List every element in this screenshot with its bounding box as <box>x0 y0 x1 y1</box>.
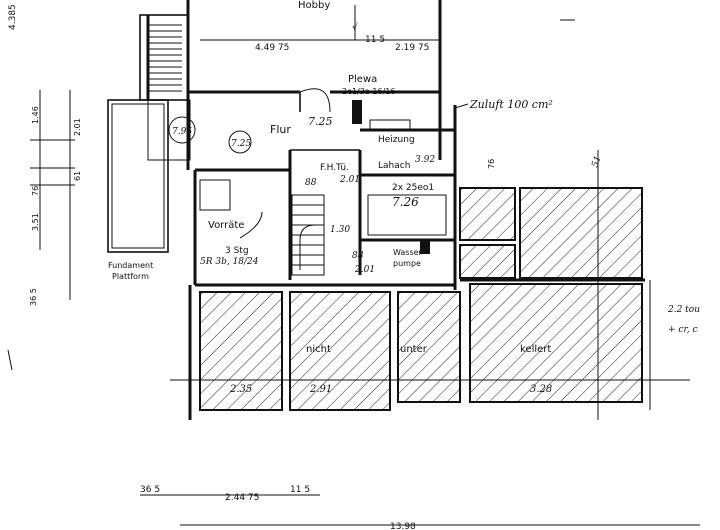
small-dim-5: 2.01 <box>354 265 375 275</box>
right-hatched-upper <box>459 187 643 279</box>
room-label-plewa: Plewa <box>348 74 377 85</box>
room-label-heizung: Heizung <box>378 135 415 145</box>
dim-top-1: 4.49 75 <box>255 43 289 53</box>
outer-staircase <box>139 14 190 101</box>
dim-right-2: 76 <box>487 159 496 169</box>
dim-bottom-1: 36 5 <box>140 485 160 495</box>
dim-right-3: 2.2 tou <box>667 305 700 315</box>
fundament-platform: Fundament Plattform 7.95 <box>107 99 196 281</box>
window-size: 2x 25eo1 <box>392 183 434 193</box>
dim-right-1: 51 <box>590 155 603 169</box>
dim-left-1: 1.46 <box>31 106 40 124</box>
dim-top-3: 2.19 75 <box>395 43 429 53</box>
circle-dim-1: 7.95 <box>172 127 192 137</box>
room-label-flur: Flur <box>270 123 291 136</box>
label-fhtu: F.H.Tü. <box>320 163 349 173</box>
label-plattform: Plattform <box>112 272 149 281</box>
stair-dim: 5R 3b, 18/24 <box>200 257 259 267</box>
small-dim-2: 2.01 <box>339 175 360 185</box>
label-fundament: Fundament <box>108 261 153 270</box>
hobby-note: √ <box>352 22 358 33</box>
label-lahach: Lahach <box>378 161 410 171</box>
plewa-dim: 2e1/3a 16/16 <box>342 87 395 96</box>
room-label-vorrat: Vorräte <box>208 220 244 231</box>
label-wasser: Wasser <box>393 248 423 257</box>
dim-left-3: 61 <box>73 171 82 181</box>
label-nicht: nicht <box>306 344 331 355</box>
room-label-hobby: Hobby <box>298 0 330 11</box>
dim-left-5: 3.51 <box>31 213 40 231</box>
dim-left-4: 76 <box>31 186 40 196</box>
circle-dim-2: 7.25 <box>231 139 251 149</box>
dim-bottom-3: 11 5 <box>290 485 310 495</box>
label-pumpe: pumpe <box>393 259 421 268</box>
label-unter: unter <box>400 344 428 355</box>
dim-bottom-2: 2.44 75 <box>225 493 259 503</box>
bottom-dimensions: 36 5 2.44 75 11 5 13.98 <box>140 485 700 530</box>
label-kellert: kellert <box>520 344 551 355</box>
area-1: 2.35 <box>229 384 252 395</box>
dim-top-right: 4.385 <box>8 4 18 30</box>
lower-unexcavated <box>188 278 645 420</box>
dim-right-4: + cr, c <box>668 325 698 335</box>
room-area: 7.26 <box>392 195 419 209</box>
zuluft-note: Zuluft 100 cm² <box>469 98 553 111</box>
interior-stair <box>291 194 325 276</box>
label-stg: 3 Stg <box>225 246 249 256</box>
dim-top-2: 11 5 <box>365 35 385 45</box>
dim-left-6: 36 5 <box>29 288 38 306</box>
small-dim-3: 1.30 <box>330 225 350 235</box>
small-dim-1: 88 <box>305 178 317 188</box>
area-3: 3.28 <box>530 384 552 395</box>
left-dimensions: 1.46 2.01 61 76 3.51 36 5 <box>29 90 82 306</box>
area-2: 2.91 <box>309 384 332 395</box>
heiz-dim: 3.92 <box>415 155 435 165</box>
dim-bottom-total: 13.98 <box>390 522 416 530</box>
dim-left-2: 2.01 <box>73 118 82 136</box>
hobby-room: Hobby 4.49 75 11 5 2.19 75 √ <box>186 0 442 92</box>
flur-area: 7.25 <box>308 115 333 128</box>
small-dim-4: 88 <box>352 251 364 261</box>
